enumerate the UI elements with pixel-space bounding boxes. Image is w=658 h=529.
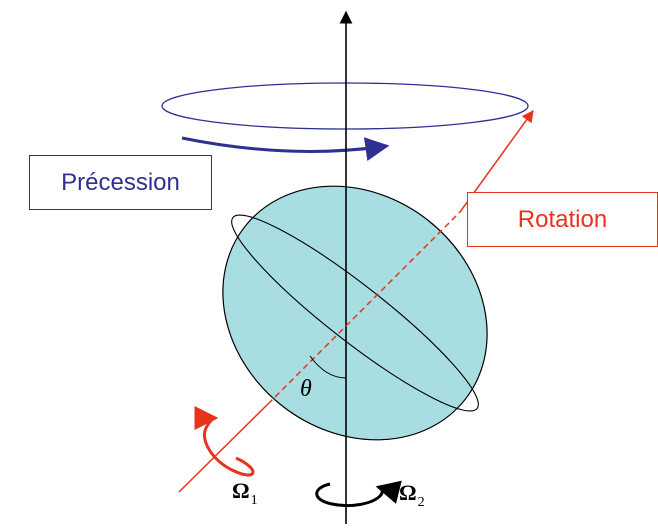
omega-2-subscript: 2 (417, 495, 425, 510)
rotation-label: Rotation (467, 192, 658, 247)
omega-2-spin-arrow (315, 480, 402, 508)
omega-1-subscript: 1 (250, 493, 258, 508)
rotation-axis-lower (178, 403, 269, 493)
omega-2-symbol: Ω (399, 480, 417, 505)
precession-label: Précession (29, 155, 212, 210)
theta-label: θ (300, 376, 312, 402)
rotating-body (222, 185, 488, 441)
omega-1-label: Ω1 (232, 478, 258, 509)
omega-2-label: Ω2 (399, 480, 425, 511)
omega-1-symbol: Ω (232, 478, 250, 503)
body-equator (231, 214, 479, 412)
omega-1-spin-arrow (194, 406, 255, 477)
precession-cone-ellipse (161, 82, 529, 130)
precession-arrow (181, 136, 390, 161)
theta-angle-arc (309, 355, 347, 379)
rotation-axis-hidden (267, 211, 461, 405)
